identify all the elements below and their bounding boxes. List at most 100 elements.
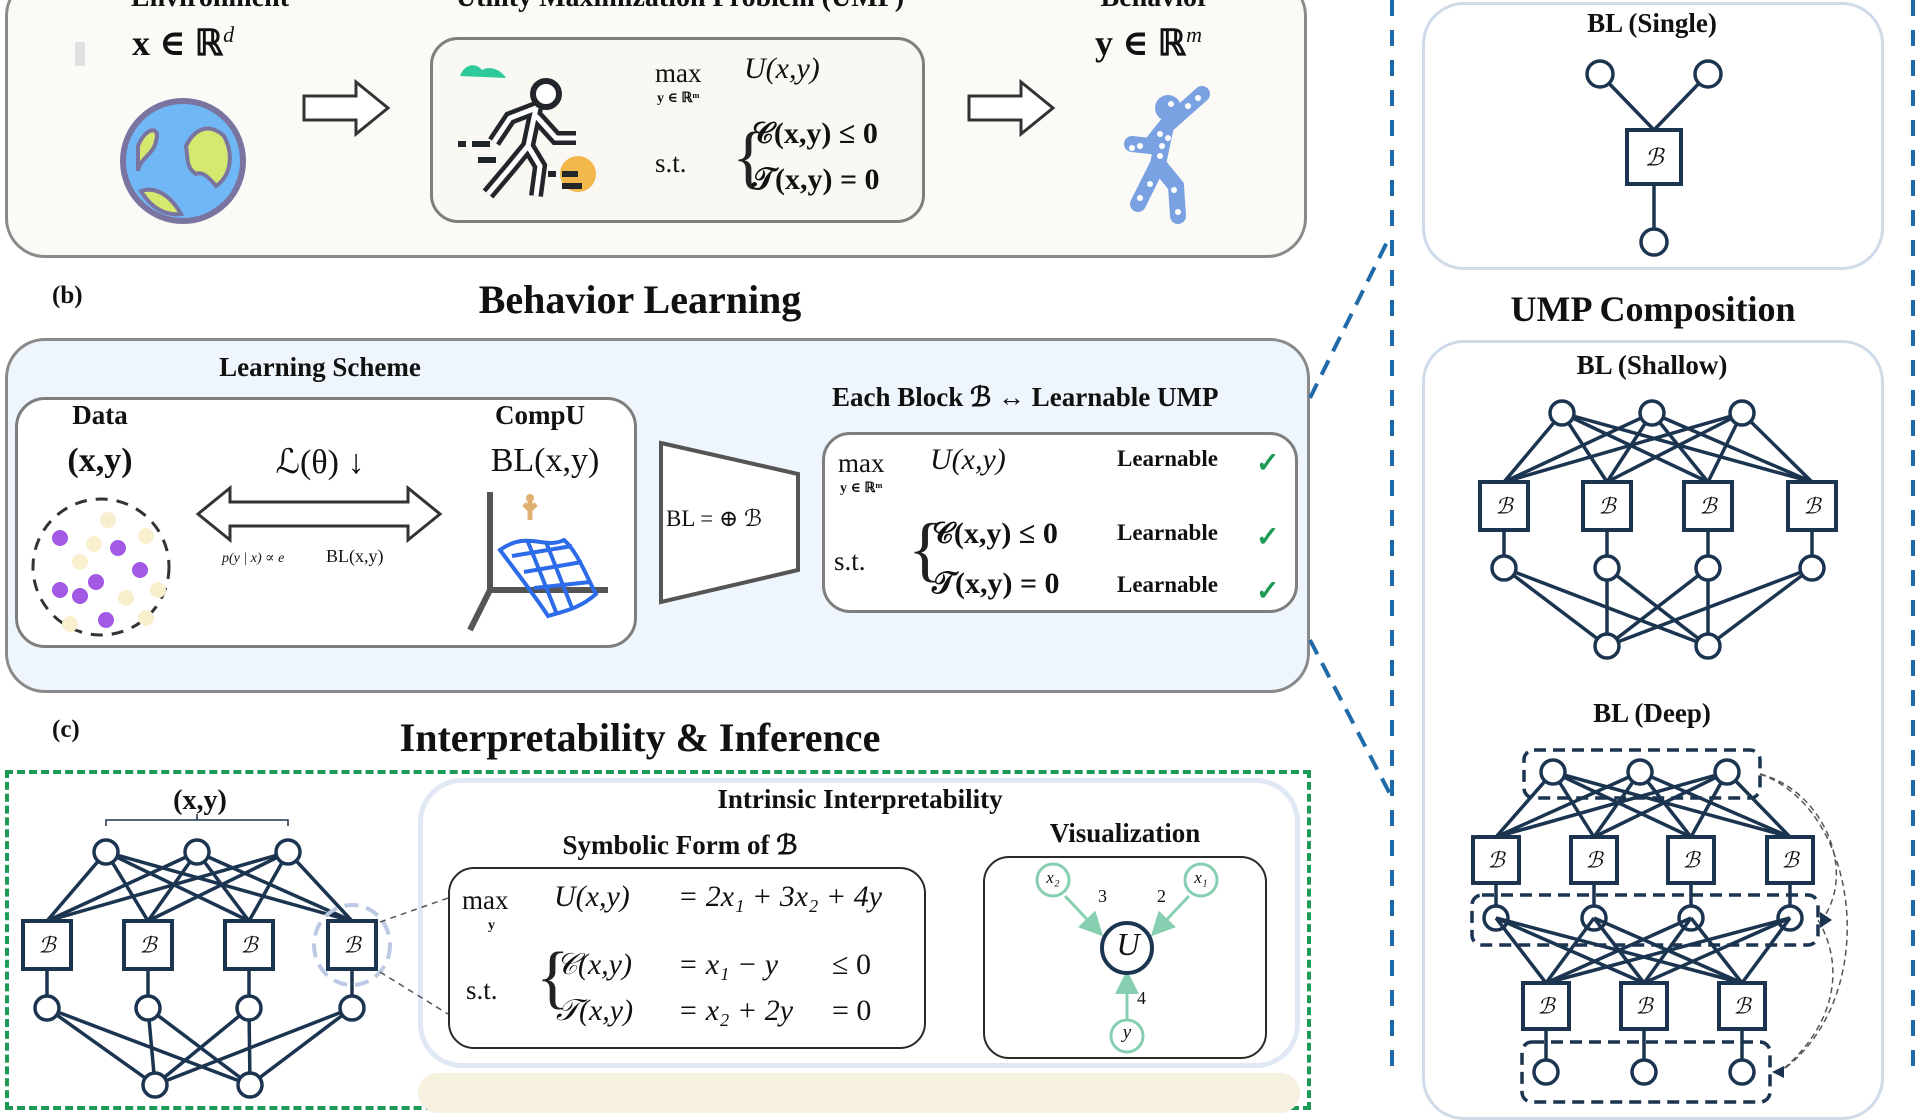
edge [1495, 770, 1641, 839]
node-circle [1694, 632, 1722, 660]
node-circle [1548, 399, 1576, 427]
edge [105, 850, 353, 923]
ump-max-sub: y ∈ ℝᵐ [657, 91, 700, 106]
node-circle [338, 994, 366, 1022]
symbolic-form-box [448, 867, 926, 1049]
block-box [1717, 981, 1767, 1031]
block-symbol: ℬ [1487, 848, 1506, 873]
node-circle [1798, 554, 1826, 582]
node-circle [1713, 758, 1741, 786]
block-symbol: ℬ [1803, 494, 1822, 519]
block-box [1625, 128, 1683, 186]
block-symbol: ℬ [240, 933, 259, 958]
input-bracket [105, 814, 289, 826]
section-b-title: Behavior Learning [478, 277, 802, 322]
node-circle [274, 838, 302, 866]
block-symbol: ℬ [139, 933, 158, 958]
ump-box [430, 37, 925, 223]
double-arrow-icon [195, 484, 443, 544]
arrow-head [1820, 912, 1832, 928]
edge [154, 1006, 353, 1087]
globe-icon [120, 98, 246, 224]
block-symbol: ℬ [1645, 145, 1666, 171]
edge [1545, 916, 1791, 985]
node-x1 [1183, 862, 1219, 898]
edge [1495, 770, 1728, 839]
data-title: Data [72, 400, 128, 430]
block-symbol: ℬ [1781, 848, 1800, 873]
learnable-st: s.t. [834, 546, 866, 576]
data-point-purple [132, 562, 148, 578]
data-point-purple [88, 574, 104, 590]
cloud-icon [460, 65, 506, 78]
edge [195, 850, 251, 923]
block-symbol: ℬ [1682, 848, 1701, 873]
learnable-max: max [838, 448, 885, 478]
edge [1544, 916, 1596, 985]
edge [46, 850, 289, 923]
section-c-label: (c) [52, 716, 80, 743]
node-y-label: y [1122, 1022, 1132, 1043]
data-point-cream [138, 528, 154, 544]
learnable-tag-c: Learnable [1117, 520, 1218, 545]
edge [1552, 770, 1692, 839]
edge [45, 1006, 157, 1087]
brace: { [908, 509, 943, 589]
node-circle [1728, 399, 1756, 427]
edge [1639, 770, 1791, 839]
edge [1561, 411, 1709, 484]
block-box [223, 919, 275, 971]
node-circle [134, 994, 162, 1022]
node-circle [1490, 554, 1518, 582]
symbolic-title: Symbolic Form of ℬ [562, 830, 798, 860]
node-y [1109, 1018, 1145, 1054]
block-box [1786, 480, 1838, 532]
block-title: Each Block ℬ ↔ Learnable UMP [832, 382, 1219, 412]
skip-connection [1759, 773, 1848, 1073]
edge [1503, 411, 1743, 484]
data-point-purple [72, 588, 88, 604]
brace: { [732, 119, 766, 196]
data-point-cream [62, 616, 78, 632]
bl-shallow-title: BL (Shallow) [1576, 350, 1728, 380]
edge [1502, 566, 1609, 648]
edge [1494, 770, 1555, 839]
edge [1725, 770, 1792, 839]
edge-x1-u [1150, 894, 1191, 937]
edge [196, 850, 353, 923]
bl-single-title: BL (Single) [1587, 8, 1717, 38]
node-u-label: U [1116, 926, 1140, 962]
weight-x1: 2 [1157, 886, 1166, 906]
weight-x2: 3 [1098, 886, 1107, 906]
block-symbol: ℬ [38, 933, 57, 958]
symbolic-st: s.t. [466, 975, 498, 1005]
symbolic-t-rel: = 0 [832, 994, 872, 1027]
compu-title: CompU [494, 400, 585, 430]
symbolic-c-lhs: 𝒞(x,y) [556, 948, 632, 981]
node-circle [1593, 554, 1621, 582]
edge [1502, 411, 1564, 484]
edge-x2-u [1063, 894, 1104, 937]
data-point-purple [52, 582, 68, 598]
node-circle [183, 838, 211, 866]
learnable-tag-objective: Learnable [1117, 446, 1218, 471]
learning-scheme-title: Learning Scheme [219, 352, 421, 382]
edge [1740, 411, 1814, 484]
symbolic-max: max [462, 885, 509, 915]
symbolic-t-rhs: = x₂ + 2y [678, 994, 794, 1027]
data-point-cream [138, 610, 154, 626]
node-circle [1694, 554, 1722, 582]
edge [1605, 566, 1710, 648]
compu-math: BL(x,y) [490, 442, 600, 479]
edge [1552, 770, 1791, 839]
skip-connection [1779, 919, 1834, 1073]
node-circle [1626, 758, 1654, 786]
ump-max: max [655, 58, 702, 88]
symbolic-objective-lhs: U(x,y) [554, 880, 630, 913]
skip-connection [1759, 773, 1838, 921]
edge [146, 1006, 252, 1087]
block-symbol: ℬ [1635, 994, 1654, 1019]
block-box [326, 919, 378, 971]
learnable-constraint-1: 𝒞(x,y) ≤ 0 [932, 517, 1058, 550]
check-icon: ✓ [1256, 448, 1280, 479]
